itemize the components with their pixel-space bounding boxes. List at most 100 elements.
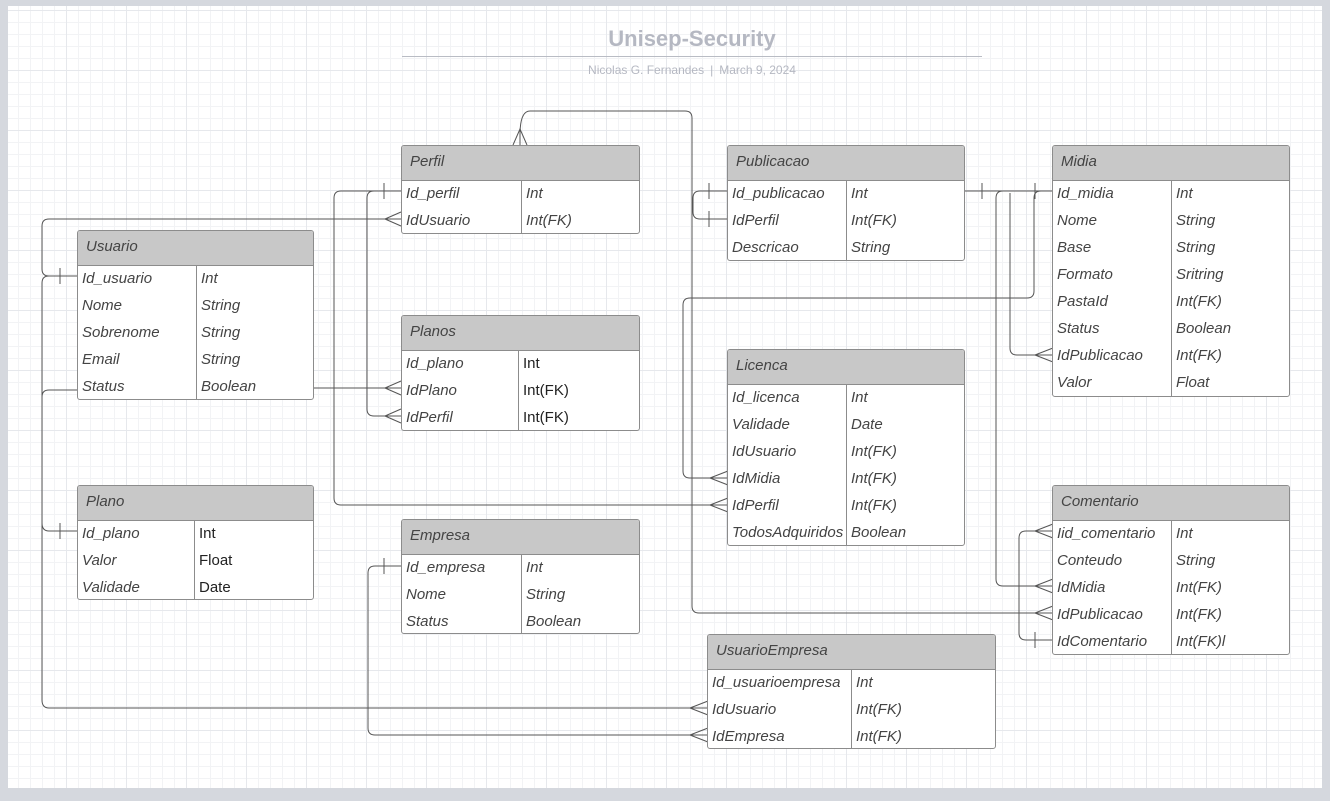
attribute-name: Id_empresa — [402, 555, 522, 582]
attribute-type: Int(FK) — [523, 409, 569, 426]
attribute-type: Boolean — [526, 613, 582, 630]
attribute-type: String — [201, 297, 241, 314]
attribute-name: Valor — [78, 548, 195, 575]
attribute-type: String — [1176, 239, 1216, 256]
entity-title: Perfil — [402, 146, 639, 181]
attribute-type: Int — [1176, 185, 1193, 202]
attribute-type: Boolean — [201, 378, 257, 395]
attribute-name: Conteudo — [1053, 548, 1172, 575]
attribute-name: Id_usuario — [78, 266, 197, 293]
attribute-type: String — [201, 351, 241, 368]
attribute-name: Iid_comentario — [1053, 521, 1172, 548]
attribute-name: IdEmpresa — [708, 724, 852, 748]
attribute-type: Sritring — [1176, 266, 1224, 283]
attribute-name: Status — [1053, 316, 1172, 343]
attribute-name: IdUsuario — [402, 208, 522, 233]
attribute-type: Boolean — [1176, 320, 1232, 337]
attribute-name: IdPerfil — [728, 493, 847, 520]
attribute-name: Id_publicacao — [728, 181, 847, 208]
attribute-name: IdMidia — [1053, 575, 1172, 602]
attribute-name: Formato — [1053, 262, 1172, 289]
attribute-type: String — [851, 239, 891, 256]
attribute-name: IdPerfil — [728, 208, 847, 235]
entity-title: Comentario — [1053, 486, 1289, 521]
attribute-name: IdUsuario — [708, 697, 852, 724]
attribute-type: Int — [526, 559, 543, 576]
attribute-type: Int — [856, 674, 873, 691]
attribute-type: Int — [201, 270, 218, 287]
attribute-name: IdMidia — [728, 466, 847, 493]
entity-title: UsuarioEmpresa — [708, 635, 995, 670]
attribute-name: Base — [1053, 235, 1172, 262]
diagram-subtitle: Nicolas G. Fernandes|March 9, 2024 — [402, 63, 982, 77]
attribute-name: Id_usuarioempresa — [708, 670, 852, 697]
attribute-name: TodosAdquiridos — [728, 520, 847, 545]
attribute-type: Int(FK) — [856, 701, 902, 718]
attribute-name: Nome — [402, 582, 522, 609]
attribute-type: Int — [1176, 525, 1193, 542]
attribute-name: IdPublicacao — [1053, 602, 1172, 629]
attribute-name: Descricao — [728, 235, 847, 260]
attribute-type: Int — [526, 185, 543, 202]
attribute-type: Int — [199, 525, 216, 542]
attribute-type: String — [1176, 212, 1216, 229]
document-date: March 9, 2024 — [719, 63, 796, 77]
attribute-name: Id_licenca — [728, 385, 847, 412]
attribute-type: Int — [851, 185, 868, 202]
entity-title: Licenca — [728, 350, 964, 385]
attribute-type: Int — [523, 355, 540, 372]
author-name: Nicolas G. Fernandes — [588, 63, 705, 77]
entity-title: Midia — [1053, 146, 1289, 181]
attribute-type: Int(FK) — [523, 382, 569, 399]
entity-title: Planos — [402, 316, 639, 351]
attribute-type: Int(FK) — [1176, 347, 1222, 364]
attribute-name: Nome — [78, 293, 197, 320]
attribute-name: Id_perfil — [402, 181, 522, 208]
attribute-type: String — [526, 586, 566, 603]
attribute-name: Status — [78, 374, 197, 399]
attribute-name: Nome — [1053, 208, 1172, 235]
attribute-name: Status — [402, 609, 522, 633]
attribute-type: Int(FK) — [851, 212, 897, 229]
entity-title: Empresa — [402, 520, 639, 555]
attribute-name: PastaId — [1053, 289, 1172, 316]
title-divider — [402, 56, 982, 57]
attribute-name: IdPlano — [402, 378, 519, 405]
attribute-type: Int(FK) — [851, 497, 897, 514]
attribute-type: Float — [199, 552, 233, 569]
